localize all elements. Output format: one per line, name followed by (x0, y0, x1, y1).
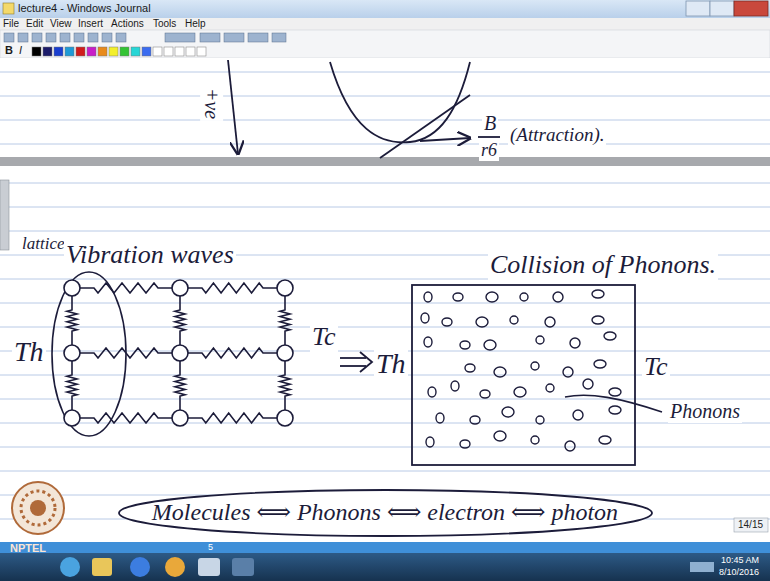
clock-date: 8/10/2016 (719, 567, 759, 577)
scroll-strip (0, 542, 770, 553)
temperature-label: Tc (310, 322, 338, 352)
handwritten-heading: Vibration waves (64, 240, 236, 270)
toolbar (0, 30, 770, 58)
side-tab (0, 180, 9, 250)
numerator: B (482, 112, 498, 135)
page-break (0, 157, 770, 166)
leader-line (565, 395, 662, 412)
page-top (0, 58, 770, 158)
menu-bar (0, 18, 770, 30)
temperature-label: Th (374, 348, 408, 380)
page-bottom (0, 166, 770, 542)
close-button (734, 1, 768, 16)
temperature-label: Tc (642, 352, 670, 382)
handwritten-note: lattice (20, 234, 66, 254)
logo-text: NPTEL (10, 542, 46, 555)
double-arrow (340, 352, 372, 372)
color-palette (32, 47, 206, 56)
menu-item: Insert (78, 18, 103, 30)
menu-item: Help (185, 18, 206, 30)
temperature-label: Th (12, 336, 46, 368)
italic-button: I (19, 44, 22, 57)
denominator: r6 (479, 140, 499, 161)
lattice-spring-model (52, 272, 293, 436)
potential-curve-sketch (228, 60, 500, 158)
maximize-button (710, 1, 734, 16)
scroll-position: 5 (208, 542, 213, 552)
window-title: lecture4 - Windows Journal (18, 2, 151, 15)
node-text: Molecules ⟺ Phonons ⟺ electron ⟺ photon (117, 488, 654, 527)
menu-item: Tools (153, 18, 176, 30)
page-number: 14/15 (738, 519, 763, 531)
page-indicator (734, 518, 768, 532)
app-icon (3, 3, 14, 14)
phonon-box (412, 285, 635, 465)
bold-button: B (5, 44, 13, 57)
nptel-emblem (12, 482, 64, 534)
menu-item: Actions (111, 18, 144, 30)
summary-ellipse: Molecules ⟺ Phonons ⟺ electron ⟺ photon (117, 488, 654, 538)
note: (Attraction). (508, 124, 606, 146)
ruled-lines (0, 72, 770, 144)
handwritten-heading: Collision of Phonons. (488, 250, 718, 280)
taskbar-icons (60, 557, 714, 577)
toolbar-icons (4, 33, 286, 42)
phonon-particles (421, 290, 621, 451)
minimize-button (686, 1, 710, 16)
callout-label: Phonons (668, 400, 742, 423)
ruled-lines (0, 183, 770, 519)
menu-item: View (50, 18, 72, 30)
clock-time: 10:45 AM (721, 555, 759, 565)
axis-label: +ve (200, 86, 223, 121)
taskbar (0, 553, 770, 581)
title-bar (0, 0, 770, 18)
menu-item: File (3, 18, 19, 30)
menu-item: Edit (26, 18, 43, 30)
